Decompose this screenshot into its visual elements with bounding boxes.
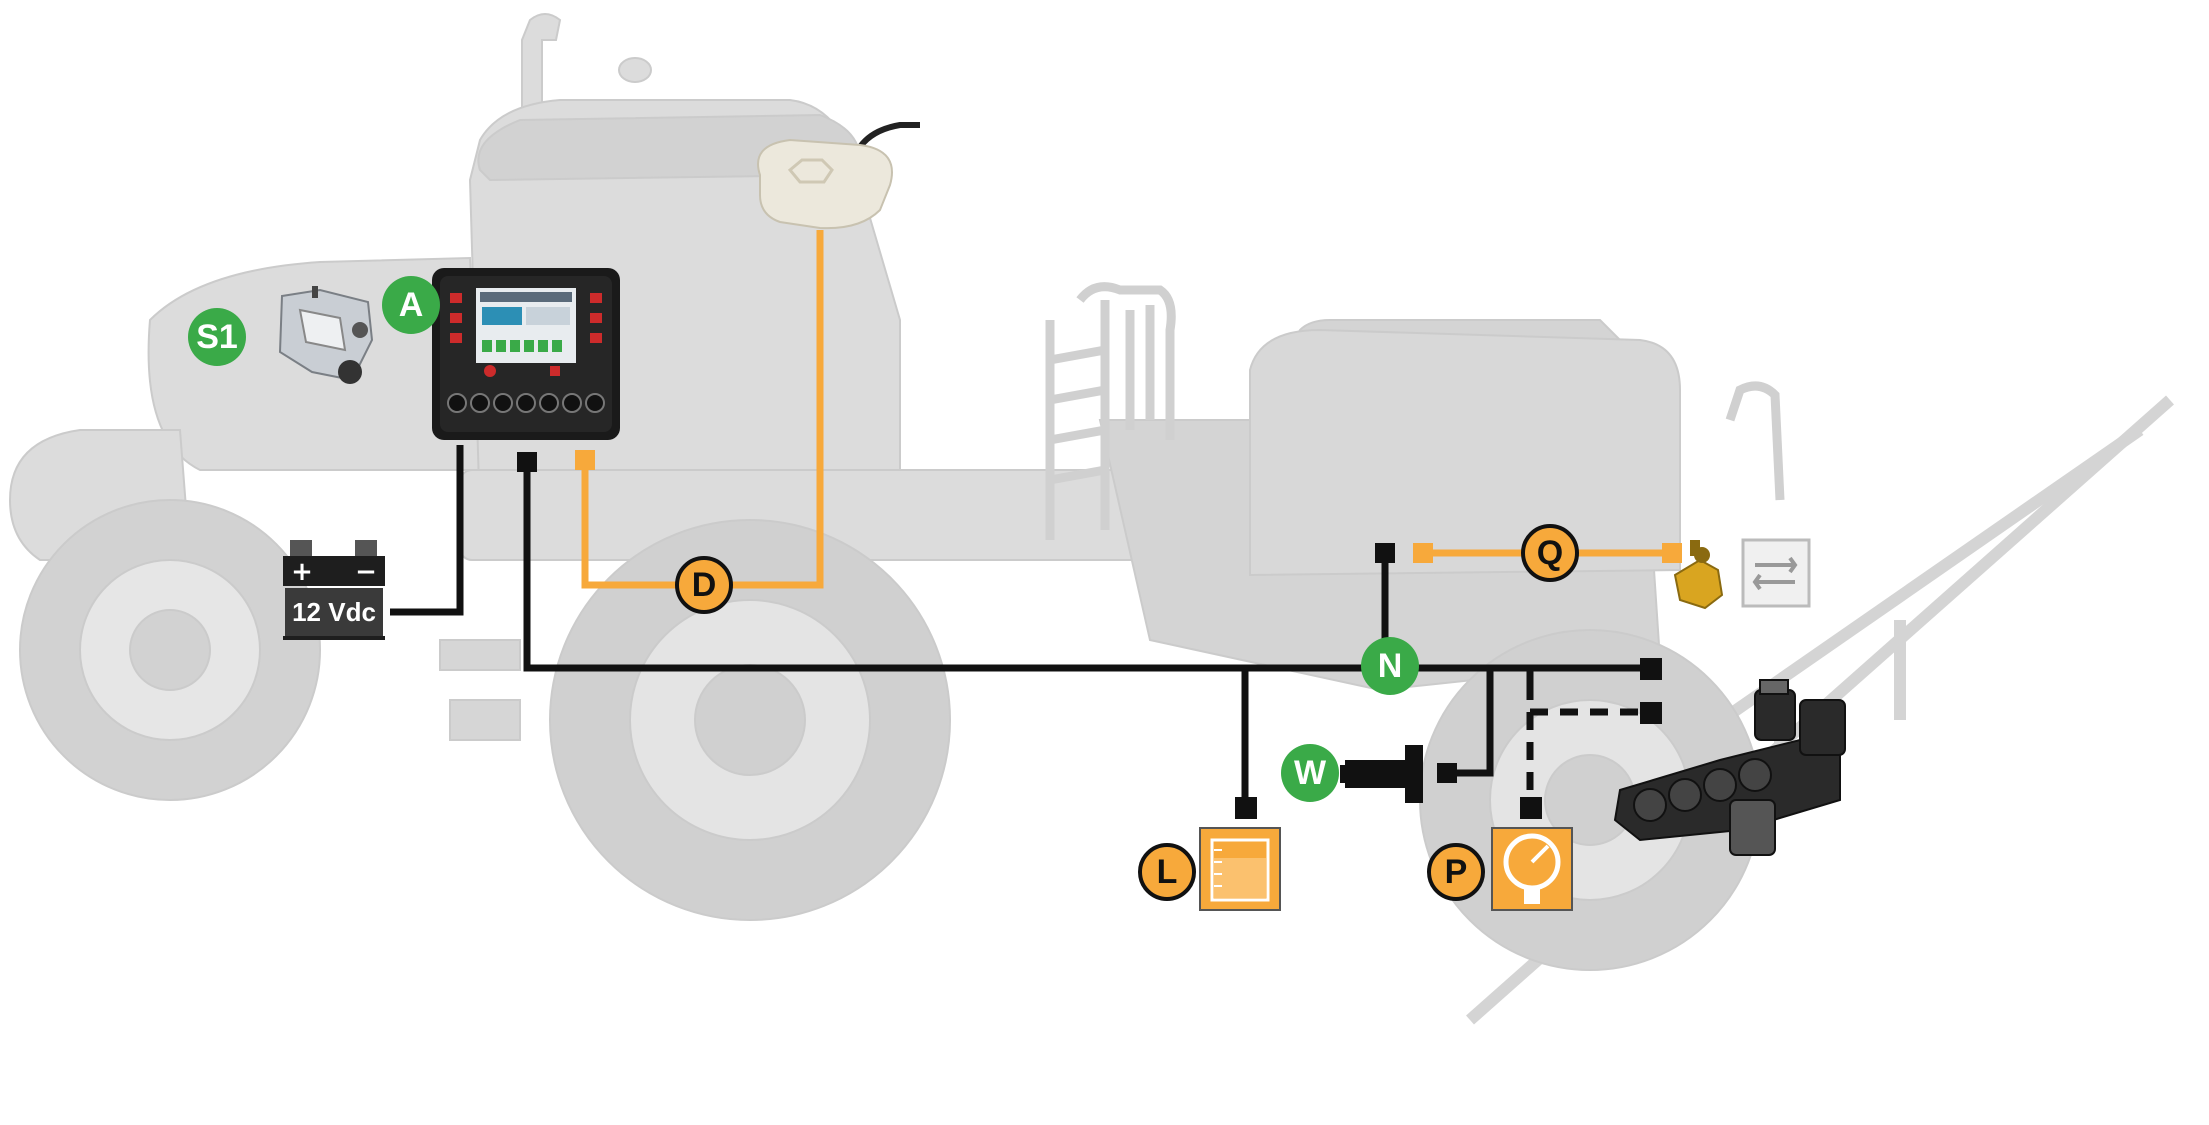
gps-antenna-icon: [757, 122, 920, 230]
battery-minus: −: [355, 557, 377, 587]
section-valves-icon: [1613, 679, 1846, 856]
badge-w: W: [1281, 744, 1339, 802]
badge-l-label: L: [1157, 853, 1178, 891]
battery-plus: +: [291, 557, 313, 587]
dashed-lines: [1526, 708, 1650, 800]
control-computer-icon: [432, 268, 620, 440]
speed-sensor-icon: [278, 286, 374, 384]
battery-icon: + − 12 Vdc: [283, 540, 385, 640]
badge-n-label: N: [1378, 647, 1403, 685]
battery-voltage-label: 12 Vdc: [292, 597, 376, 627]
badge-s1-label: S1: [196, 318, 238, 356]
valve-connector-left: [1413, 543, 1433, 563]
badge-l: L: [1138, 843, 1196, 901]
badge-w-label: W: [1294, 754, 1327, 792]
tank-level-icon: [1199, 827, 1281, 911]
badge-s1: S1: [188, 308, 246, 366]
valve-connector-right: [1662, 543, 1682, 563]
tractor-sprayer-silhouette: [8, 13, 2174, 1025]
badge-p: P: [1427, 843, 1485, 901]
badge-d: D: [675, 556, 733, 614]
badge-d-label: D: [692, 566, 717, 604]
pressure-gauge-icon: [1491, 827, 1573, 911]
power-line: [390, 445, 464, 616]
bus-connectors: [517, 452, 1662, 819]
badge-p-label: P: [1445, 853, 1468, 891]
badge-a-label: A: [399, 286, 424, 324]
badge-a: A: [382, 276, 440, 334]
badge-n: N: [1361, 637, 1419, 695]
badge-q: Q: [1521, 524, 1579, 582]
regulation-valve-icon: [1673, 538, 1811, 610]
flowmeter-icon: [1340, 745, 1423, 803]
gps-connector: [575, 450, 595, 470]
badge-q-label: Q: [1537, 534, 1563, 572]
